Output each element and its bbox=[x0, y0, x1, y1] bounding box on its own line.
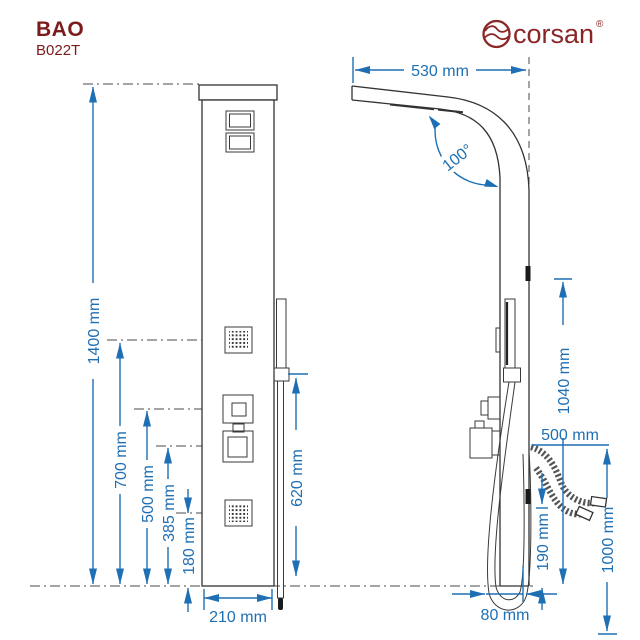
wall-bracket-upper bbox=[525, 266, 531, 281]
mixer-knob-side bbox=[480, 396, 501, 420]
side-view bbox=[351, 85, 608, 611]
dimension-500-front: 500 mm bbox=[140, 410, 157, 585]
dimension-180: 180 mm bbox=[181, 489, 198, 612]
hose-connector-1 bbox=[589, 495, 608, 508]
diverter-knob-side bbox=[469, 420, 501, 459]
brand-name: corsan bbox=[513, 19, 594, 49]
dim-620-label: 620 mm bbox=[289, 449, 306, 507]
registered-mark: ® bbox=[596, 19, 604, 30]
head-nozzle-slots bbox=[389, 103, 464, 114]
dim-385-label: 385 mm bbox=[161, 484, 178, 542]
dim-180-label: 180 mm bbox=[181, 517, 198, 575]
dim-1400-label: 1400 mm bbox=[86, 298, 103, 365]
dimension-210: 210 mm bbox=[203, 589, 273, 626]
dim-1000-label: 1000 mm bbox=[600, 507, 617, 574]
mixer-knob bbox=[222, 394, 254, 424]
product-series-title: BAO bbox=[36, 18, 84, 41]
dimension-1000: 1000 mm bbox=[598, 448, 617, 635]
dim-500-side-label: 500 mm bbox=[541, 427, 599, 444]
wall-bracket-lower bbox=[525, 489, 531, 504]
hanging-hose-loop bbox=[487, 381, 532, 611]
dimension-80: 80 mm bbox=[452, 566, 557, 624]
dimension-700: 700 mm bbox=[113, 342, 130, 585]
shower-hose-front bbox=[277, 380, 284, 599]
dim-500-front-label: 500 mm bbox=[140, 465, 157, 523]
hose-tip bbox=[278, 598, 283, 610]
dimension-1400: 1400 mm bbox=[86, 86, 103, 585]
rain-nozzle-plate-lower bbox=[225, 132, 255, 153]
water-outlet-hose bbox=[529, 443, 608, 522]
dim-1040-label: 1040 mm bbox=[556, 348, 573, 415]
panel-top-cap bbox=[198, 84, 278, 101]
body-jet-upper bbox=[224, 326, 253, 354]
angle-arrow-upper bbox=[428, 115, 441, 129]
dimension-500-side: 500 mm bbox=[532, 427, 609, 446]
dimension-angle-100: 100° bbox=[428, 115, 499, 188]
hose-connector-2 bbox=[574, 505, 594, 522]
dim-190-label: 190 mm bbox=[535, 513, 552, 571]
reference-lines bbox=[30, 57, 533, 587]
body-jet-side bbox=[495, 327, 501, 353]
dim-80-label: 80 mm bbox=[481, 607, 530, 624]
wave-icon bbox=[482, 19, 511, 49]
dim-530-label: 530 mm bbox=[411, 63, 469, 80]
dimension-190: 190 mm bbox=[535, 473, 552, 610]
diverter-knob bbox=[222, 423, 254, 463]
dimension-1040: 1040 mm bbox=[554, 278, 573, 585]
corsan-logo: corsan ® bbox=[482, 19, 604, 49]
angle-arrow-lower bbox=[484, 179, 499, 188]
front-view bbox=[198, 84, 290, 610]
rain-nozzle-plate-upper bbox=[225, 110, 255, 131]
panel-front-profile bbox=[351, 99, 501, 586]
dimension-385: 385 mm bbox=[161, 447, 178, 585]
dim-210-label: 210 mm bbox=[209, 609, 267, 626]
panel-back-profile bbox=[351, 85, 530, 586]
header: BAO B022T corsan ® bbox=[36, 18, 604, 59]
hand-shower-side bbox=[503, 298, 521, 383]
dimension-620: 620 mm bbox=[288, 373, 308, 577]
product-code: B022T bbox=[36, 42, 80, 59]
body-jet-lower bbox=[224, 499, 253, 527]
dimension-530: 530 mm bbox=[352, 57, 526, 83]
dim-700-label: 700 mm bbox=[113, 431, 130, 489]
hand-shower-front bbox=[273, 298, 290, 610]
